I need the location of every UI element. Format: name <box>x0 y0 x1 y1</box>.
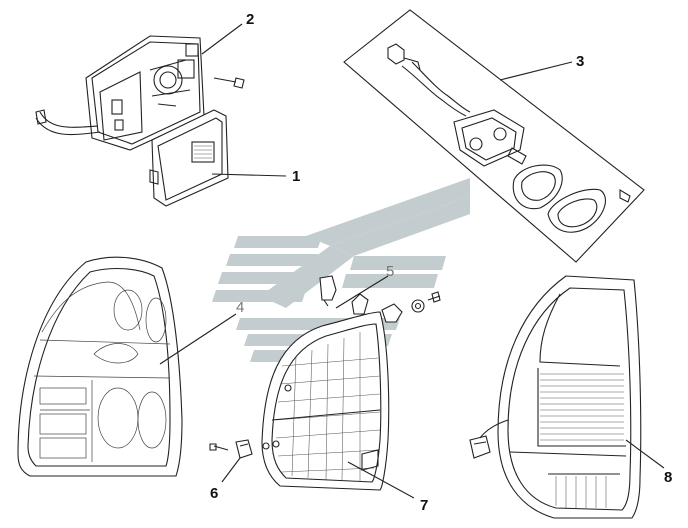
left-tail-lamp <box>17 256 183 477</box>
callout-4: 4 <box>236 299 244 316</box>
mounting-clip <box>209 439 253 459</box>
callout-6: 6 <box>210 485 218 502</box>
callout-2: 2 <box>246 11 254 28</box>
callout-3: 3 <box>576 53 584 70</box>
callout-5: 5 <box>386 263 394 280</box>
center-tail-lamp <box>261 311 390 491</box>
callout-7: 7 <box>420 497 428 514</box>
leader-lines <box>159 23 665 499</box>
callout-labels: 1 2 3 4 5 6 7 8 <box>210 11 672 514</box>
bulb-and-socket-set <box>319 275 441 323</box>
right-tail-lamp <box>469 275 642 519</box>
callout-1: 1 <box>292 168 300 185</box>
lamp-housing-assembly <box>35 35 245 207</box>
license-lamp-kit <box>343 9 645 263</box>
callout-8: 8 <box>664 469 672 486</box>
